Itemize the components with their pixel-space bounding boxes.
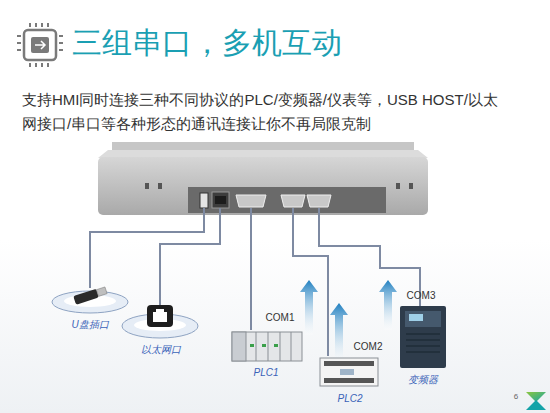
device-label: U盘插口 [71, 319, 108, 331]
floor [0, 240, 550, 413]
page-number: 6 [514, 392, 518, 402]
ethernet-icon [122, 305, 198, 338]
wire [160, 208, 220, 306]
logo [526, 392, 546, 410]
notch [409, 183, 413, 189]
inverter-body [400, 306, 446, 368]
plc1 [232, 332, 302, 361]
arrow [300, 280, 318, 335]
arrow [379, 280, 397, 330]
chip-pins [17, 23, 63, 67]
terminal-row [324, 378, 374, 383]
wire [319, 208, 420, 306]
db9-port [307, 195, 331, 207]
port-label: COM3 [407, 290, 436, 302]
db9-port [281, 195, 305, 207]
ethernet-port [212, 192, 229, 208]
device-label: 变频器 [408, 374, 438, 386]
plc-body [320, 358, 378, 386]
port-strip [188, 187, 386, 213]
plc-device: PLC2 [334, 392, 365, 406]
wire [250, 208, 252, 330]
device-label: PLC2 [337, 393, 362, 405]
usb-drive [52, 286, 128, 313]
port-label: COM1 [266, 312, 295, 324]
inverter [400, 306, 446, 368]
device-label: PLC1 [253, 367, 278, 379]
inverter-display [409, 314, 423, 321]
hmi-panel [98, 142, 428, 215]
inverter-device: 变频器 [405, 373, 441, 387]
port-label: COM2 [354, 341, 383, 353]
signal-arrows [300, 280, 397, 362]
logo-shape [526, 400, 546, 410]
notch [158, 183, 162, 189]
hmi-back [98, 157, 428, 215]
inverter-panel [405, 311, 441, 327]
arrow [330, 303, 348, 362]
wire [90, 208, 204, 288]
notch [396, 183, 400, 189]
usb-stick [73, 289, 99, 305]
chip-icon [17, 23, 63, 67]
ethernet-block [147, 305, 173, 327]
led [262, 344, 266, 347]
inverter-vents [406, 334, 440, 352]
plc-label [340, 369, 354, 375]
plc-module [232, 332, 246, 361]
terminal-row [324, 361, 374, 366]
plc-device: PLC1 [250, 366, 281, 380]
usb-plug [96, 287, 107, 296]
plc-body [232, 332, 302, 361]
plc2 [320, 358, 378, 386]
chip-core [31, 37, 49, 53]
usb-device: U盘插口 [68, 318, 111, 332]
chip-body [24, 30, 56, 60]
db9-port [236, 195, 266, 207]
slide-title: 三组串口，多机互动 [72, 25, 342, 61]
device-label: 以太网口 [141, 344, 181, 356]
usb-port [200, 193, 208, 208]
ethernet-socket [153, 309, 167, 322]
ethernet-device: 以太网口 [138, 343, 184, 357]
subtitle: 支持HMI同时连接三种不同协议的PLC/变频器/仪表等，USB HOST/以太网… [22, 88, 506, 136]
plc-slots [256, 332, 291, 361]
chip-mark [35, 41, 45, 49]
ethernet-jack [215, 196, 226, 204]
notch [145, 183, 149, 189]
led [274, 344, 278, 347]
hmi-top [98, 150, 428, 158]
led [250, 344, 254, 347]
